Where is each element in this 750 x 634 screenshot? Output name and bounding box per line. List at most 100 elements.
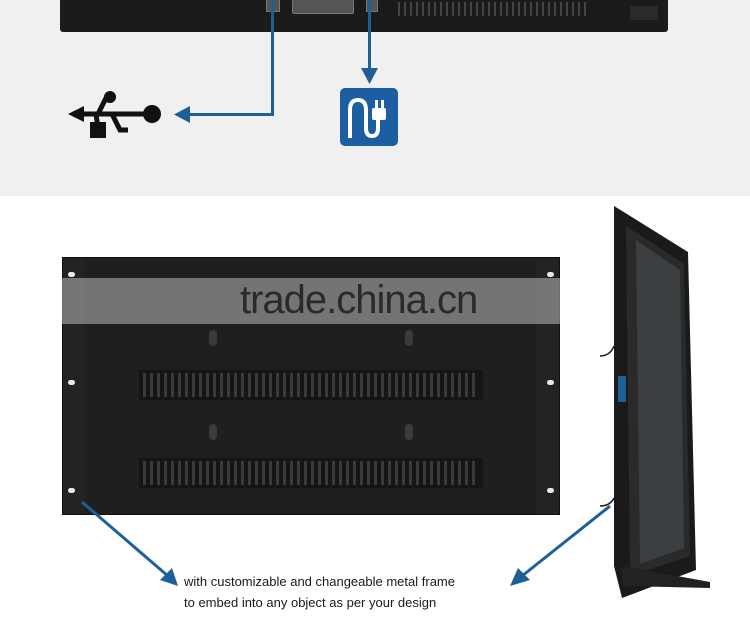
keyhole-slot: [209, 330, 217, 346]
vent-slot: [402, 373, 405, 397]
vent-slot: [367, 373, 370, 397]
vent-slot: [472, 373, 475, 397]
vent-slot: [290, 373, 293, 397]
vent-slot: [157, 461, 160, 485]
power-plug-icon: [340, 88, 398, 146]
vent-slot: [276, 373, 279, 397]
vent-slot: [465, 461, 468, 485]
vent-slot: [381, 373, 384, 397]
vent-slot: [297, 373, 300, 397]
vent-slot: [444, 461, 447, 485]
vent-slot: [332, 373, 335, 397]
usb-icon: [68, 91, 161, 138]
vent-slot: [255, 373, 258, 397]
vent-slot: [276, 461, 279, 485]
vent-slot: [171, 461, 174, 485]
vent-slot: [388, 373, 391, 397]
top-section: [0, 0, 750, 196]
vent-slot: [283, 461, 286, 485]
vent-slot: [192, 373, 195, 397]
mount-hole: [68, 380, 75, 385]
vent-slot: [150, 461, 153, 485]
vent-slot: [262, 373, 265, 397]
vent-slot: [388, 461, 391, 485]
vent-slot: [472, 461, 475, 485]
vent-slot: [297, 461, 300, 485]
vent-slot: [332, 461, 335, 485]
vent-slot: [395, 373, 398, 397]
vent-slot: [241, 461, 244, 485]
vent-slot: [199, 461, 202, 485]
keyhole-slot: [405, 330, 413, 346]
vent-slot: [234, 373, 237, 397]
vent-slot: [416, 373, 419, 397]
usb-connector-line-horizontal: [186, 113, 274, 116]
usb-connector-line-vertical: [271, 0, 274, 116]
vent-slot: [192, 461, 195, 485]
vent-slot: [269, 461, 272, 485]
device-back-panel: [62, 257, 560, 515]
vent-slot: [283, 373, 286, 397]
vent-slot: [458, 373, 461, 397]
vent-slot: [339, 461, 342, 485]
keyhole-slot: [405, 424, 413, 440]
keyhole-slot: [209, 424, 217, 440]
device-side-view: [600, 206, 710, 598]
vent-slot: [423, 461, 426, 485]
watermark-text: trade.china.cn: [240, 278, 478, 322]
mount-hole: [547, 488, 554, 493]
vent-slot: [451, 461, 454, 485]
vent-slot: [171, 373, 174, 397]
power-connector-line: [368, 0, 371, 72]
vent-slot: [311, 461, 314, 485]
vent-slot: [325, 373, 328, 397]
mount-hole: [547, 380, 554, 385]
vent-slot: [444, 373, 447, 397]
vent-slot: [367, 461, 370, 485]
vent-slot: [248, 373, 251, 397]
vent-slot: [430, 461, 433, 485]
vent-slot: [255, 461, 258, 485]
vent-slot: [185, 461, 188, 485]
vent-slot: [409, 461, 412, 485]
vent-slot: [262, 461, 265, 485]
caption-line-2: to embed into any object as per your des…: [184, 595, 437, 610]
vent-slot: [234, 461, 237, 485]
vent-slot: [143, 461, 146, 485]
vent-slot: [346, 373, 349, 397]
vent-slot: [311, 373, 314, 397]
vent-slot: [346, 461, 349, 485]
vent-slot: [437, 373, 440, 397]
vent-slot: [304, 373, 307, 397]
vent-slot: [360, 461, 363, 485]
device-corner-tab: [630, 6, 658, 20]
vent-slot: [409, 373, 412, 397]
vent-slot: [164, 461, 167, 485]
vent-slot: [164, 373, 167, 397]
vent-slot: [430, 373, 433, 397]
vent-slot: [381, 461, 384, 485]
vent-slot: [206, 373, 209, 397]
arrow-left-icon: [174, 106, 190, 123]
vent-slot: [374, 461, 377, 485]
vent-slot: [290, 461, 293, 485]
vent-slot: [325, 461, 328, 485]
device-bottom-edge: [60, 0, 668, 32]
vent-slot: [437, 461, 440, 485]
vent-slot: [339, 373, 342, 397]
vent-slot: [416, 461, 419, 485]
mount-hole: [68, 272, 75, 277]
vent-slot: [227, 373, 230, 397]
panel-left-ear: [63, 258, 85, 514]
vent-slot: [374, 373, 377, 397]
vent-slot: [157, 373, 160, 397]
vent-slot: [241, 373, 244, 397]
vent-slot: [395, 461, 398, 485]
vent-slot: [213, 373, 216, 397]
arrow-down-icon: [361, 68, 378, 84]
vent-slot: [304, 461, 307, 485]
vent-slot: [199, 373, 202, 397]
vent-slot: [318, 373, 321, 397]
caption-arrow-left: [81, 500, 178, 586]
caption-line-1: with customizable and changeable metal f…: [184, 574, 455, 589]
